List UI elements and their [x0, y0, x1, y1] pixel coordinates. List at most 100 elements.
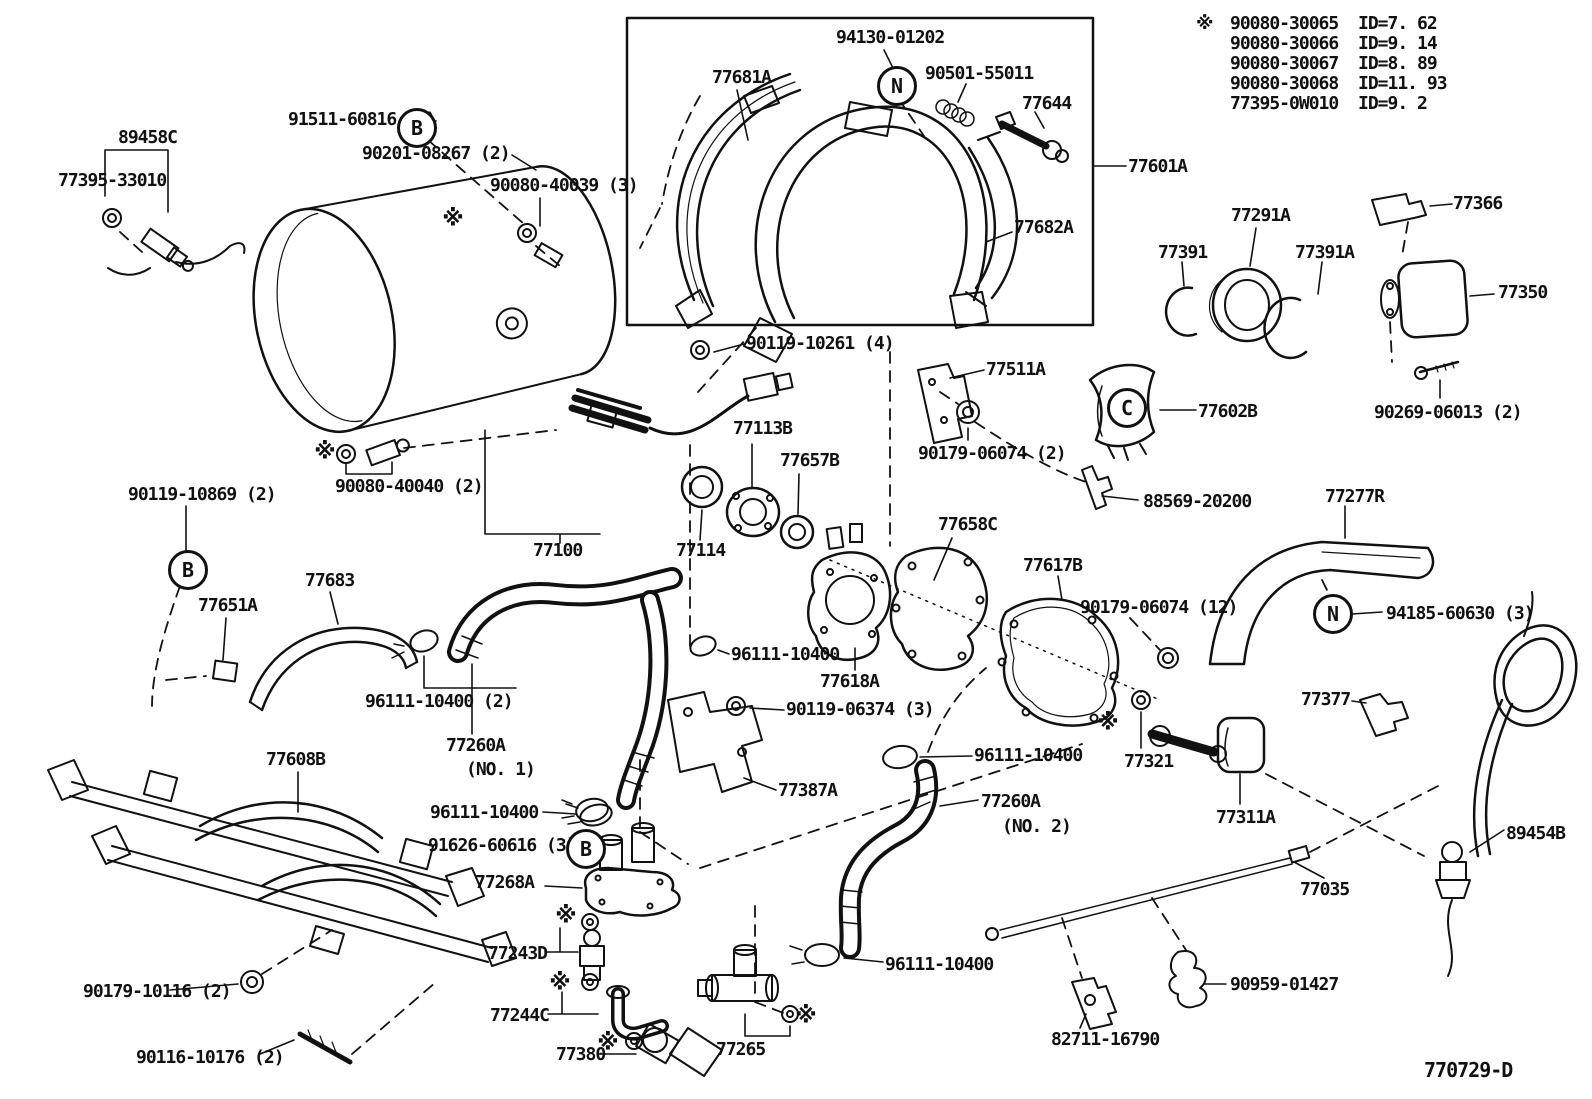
part-label-96111-10400: 96111-10400 [885, 954, 994, 975]
leader-lines [104, 49, 1505, 1055]
part-label-82711-16790: 82711-16790 [1051, 1029, 1160, 1050]
part-label-96111-10400-2: 96111-10400 (2) [365, 691, 514, 712]
part-label-90179-10116-2: 90179-10116 (2) [83, 981, 232, 1002]
part-label-77244c: 77244C [490, 1005, 550, 1026]
part-label-90119-10261-4: 90119-10261 (4) [746, 333, 895, 354]
part-label-90080-40039-3: 90080-40039 (3) [490, 175, 639, 196]
tank-band-crossmember [47, 759, 517, 1065]
filler-pipe [1435, 591, 1578, 977]
fuel-hose-no2 [789, 744, 939, 967]
part-label-90201-08267-2: 90201-08267 (2) [362, 143, 511, 164]
part-label-90959-01427: 90959-01427 [1230, 974, 1339, 995]
part-label-77657b: 77657B [780, 450, 840, 471]
part-label-77350: 77350 [1498, 282, 1548, 303]
part-label-77366: 77366 [1453, 193, 1503, 214]
part-label-90179-06074-12: 90179-06074 (12) [1080, 597, 1238, 618]
tube-bracket [667, 691, 763, 793]
part-label-77602b: 77602B [1198, 401, 1258, 422]
part-label-90119-10869-2: 90119-10869 (2) [128, 484, 277, 505]
part-label-77511a: 77511A [986, 359, 1046, 380]
part-label-89454b: 89454B [1506, 823, 1566, 844]
callout-letter-c: C [1107, 388, 1147, 428]
callout-letter-n: N [1313, 594, 1353, 634]
callout-letter-b: B [397, 108, 437, 148]
clip [1081, 465, 1113, 510]
part-label-90116-10176-2: 90116-10176 (2) [136, 1047, 285, 1068]
part-label-90119-06374-3: 90119-06374 (3) [786, 699, 935, 720]
reference-mark: ※ [1097, 710, 1119, 736]
part-label-90501-55011: 90501-55011 [925, 63, 1034, 84]
part-label-77321: 77321 [1124, 751, 1174, 772]
filler-rings [1164, 193, 1469, 380]
part-label-94130-01202: 94130-01202 [836, 27, 945, 48]
part-label-77391a: 77391A [1295, 242, 1355, 263]
part-label-77311a: 77311A [1216, 807, 1276, 828]
gasket-large [997, 597, 1120, 727]
breather-valve [102, 208, 246, 276]
part-label-90179-06074-2: 90179-06074 (2) [918, 443, 1067, 464]
callout-letter-b: B [566, 829, 606, 869]
part-label-77268a: 77268A [475, 872, 535, 893]
part-label-90269-06013-2: 90269-06013 (2) [1374, 402, 1523, 423]
part-label-77391: 77391 [1158, 242, 1208, 263]
part-label-77658c: 77658C [938, 514, 998, 535]
pump-plate [807, 523, 892, 661]
fuel-pipes [568, 340, 794, 436]
part-label-77277r: 77277R [1325, 486, 1385, 507]
part-label-77395-33010: 77395-33010 [58, 170, 167, 191]
part-label-77387a: 77387A [778, 780, 838, 801]
part-label-77681a: 77681A [712, 67, 772, 88]
valve-cluster [565, 803, 799, 1077]
part-label-77683: 77683 [305, 570, 355, 591]
alignment-dots [829, 559, 1161, 701]
tank-fitting [336, 438, 410, 467]
part-label-77243d: 77243D [488, 943, 548, 964]
part-label-77291a: 77291A [1231, 205, 1291, 226]
part-label-77682a: 77682A [1014, 217, 1074, 238]
reference-mark: ※ [314, 439, 336, 465]
heat-shield [1088, 363, 1156, 461]
part-label-77035: 77035 [1300, 879, 1350, 900]
part-label-77651a: 77651A [198, 595, 258, 616]
gasket-small [889, 546, 989, 671]
reference-mark: ※ [549, 970, 571, 996]
breather-tube [985, 845, 1311, 941]
fuel-hose-no1 [447, 567, 683, 823]
part-label-77644: 77644 [1022, 93, 1072, 114]
reference-mark: ※ [795, 1003, 817, 1029]
part-label-96111-10400: 96111-10400 [430, 802, 539, 823]
part-label-no-2: (NO. 2) [1002, 816, 1072, 837]
part-label-77380: 77380 [556, 1044, 606, 1065]
part-label-no-1: (NO. 1) [466, 759, 536, 780]
reference-mark: ※ [442, 206, 464, 232]
check-valve [1131, 690, 1266, 774]
assembly-dashes [119, 95, 1439, 1055]
part-label-77114: 77114 [676, 540, 726, 561]
part-label-77113b: 77113B [733, 418, 793, 439]
part-label-77601a: 77601A [1128, 156, 1188, 177]
reference-mark: ※ [597, 1030, 619, 1056]
tank-straps [211, 626, 439, 712]
part-label-89458c: 89458C [118, 127, 178, 148]
tube-clips [1071, 950, 1208, 1030]
part-label-77260a: 77260A [446, 735, 506, 756]
part-label-88569-20200: 88569-20200 [1143, 491, 1252, 512]
callout-letter-n: N [877, 66, 917, 106]
tube-clamp [1359, 693, 1409, 737]
part-label-90080-40040-2: 90080-40040 (2) [335, 476, 484, 497]
part-label-77100: 77100 [533, 540, 583, 561]
part-label-77265: 77265 [716, 1039, 766, 1060]
part-label-77377: 77377 [1301, 689, 1351, 710]
part-label-96111-10400: 96111-10400 [974, 745, 1083, 766]
callout-letter-b: B [168, 550, 208, 590]
inset-box [625, 16, 1095, 363]
part-label-77617b: 77617B [1023, 555, 1083, 576]
part-label-77608b: 77608B [266, 749, 326, 770]
